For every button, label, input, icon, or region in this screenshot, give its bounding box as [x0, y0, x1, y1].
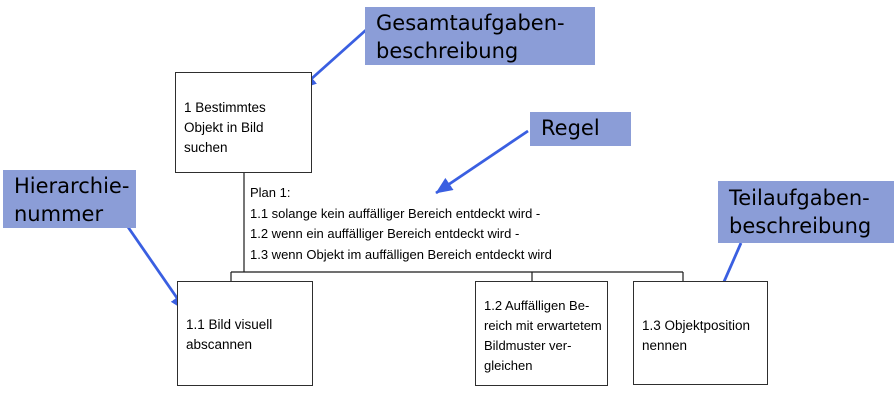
task-box-root: 1 Bestimmtes Objekt in Bild suchen: [175, 72, 312, 173]
plan-line-1: 1.1 solange kein auffälliger Bereich ent…: [250, 205, 541, 221]
plan-line-title: Plan 1:: [250, 185, 291, 200]
callout-gesamtaufgabenbeschreibung: Gesamtaufgaben- beschreibung: [365, 7, 595, 65]
plan-line-2: 1.2 wenn ein auffälliger Bereich entdeck…: [250, 226, 520, 242]
callout-hierarchienummer: Hierarchie- nummer: [3, 170, 136, 228]
callout-regel: Regel: [530, 112, 631, 146]
plan-text: Plan 1: 1.1 solange kein auffälliger Ber…: [250, 183, 590, 266]
task-box-1-1: 1.1 Bild visuell abscannen: [177, 281, 313, 386]
callout-arrow-hierarchie-icon: [126, 226, 188, 312]
plan-line-3: 1.3 wenn Objekt im auffälligen Bereich e…: [250, 247, 552, 263]
callout-arrow-regel-icon: [435, 129, 529, 195]
task-box-1-2: 1.2 Auffälligen Be- reich mit erwartetem…: [475, 281, 608, 386]
task-box-1-3: 1.3 Objektposition nennen: [633, 281, 768, 385]
callout-teilaufgabenbeschreibung: Teilaufgaben- beschreibung: [718, 181, 894, 243]
